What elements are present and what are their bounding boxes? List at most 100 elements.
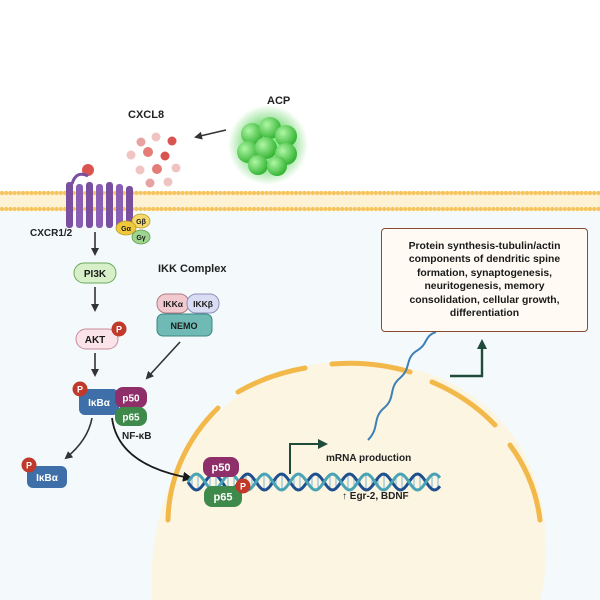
lipid-head-inner — [142, 206, 147, 212]
lipid-head-outer — [285, 190, 290, 196]
free-ikba-phospho-marker — [21, 457, 37, 473]
ikk-complex-label: IKK Complex — [158, 263, 227, 275]
lipid-head-outer — [306, 190, 311, 196]
ikk-alpha-label: IKKα — [163, 299, 184, 309]
free-ikba-label: IκBα — [36, 473, 59, 484]
nuclear-p65-node — [204, 486, 242, 507]
lipid-head-outer — [268, 190, 273, 196]
acp-particle — [228, 105, 308, 185]
g-protein — [115, 213, 151, 245]
lipid-head-inner — [285, 206, 290, 212]
lipid-head-outer — [407, 190, 412, 196]
lipid-head-inner — [428, 206, 433, 212]
lipid-head-outer — [327, 190, 332, 196]
lipid-head-outer — [453, 190, 458, 196]
target-genes-label: ↑ Egr-2, BDNF — [342, 491, 409, 502]
p50-node — [115, 387, 147, 408]
nuclear-p65-phospho-label: P — [240, 482, 246, 492]
nuclear-p50-node — [203, 457, 239, 477]
lipid-head-outer — [256, 190, 261, 196]
lipid-head-outer — [516, 190, 521, 196]
lipid-head-inner — [205, 206, 210, 212]
lipid-head-inner — [0, 206, 5, 212]
lipid-head-outer — [184, 190, 189, 196]
lipid-head-inner — [440, 206, 446, 212]
lipid-head-inner — [432, 206, 437, 212]
lipid-head-outer — [134, 190, 139, 196]
lipid-head-inner — [331, 206, 336, 212]
lipid-head-inner — [167, 206, 173, 212]
lipid-head-outer — [222, 190, 227, 196]
lipid-head-outer — [201, 190, 206, 196]
lipid-head-outer — [180, 190, 185, 196]
lipid-head-outer — [167, 190, 173, 196]
lipid-head-inner — [524, 206, 530, 212]
lipid-head-outer — [251, 190, 257, 196]
lipid-head-outer — [487, 190, 492, 196]
lipid-head-outer — [272, 190, 278, 196]
lipid-head-inner — [209, 206, 215, 212]
lipid-head-inner — [302, 206, 307, 212]
arrow-ikk-to-complex — [145, 341, 181, 380]
lipid-head-inner — [193, 206, 198, 212]
lipid-head-inner — [218, 206, 223, 212]
nuclear-p65-label: p65 — [214, 492, 233, 504]
lipid-head-outer — [4, 190, 9, 196]
nuclear-p65-phospho-marker — [235, 478, 251, 494]
lipid-head-outer — [331, 190, 336, 196]
nemo-label: NEMO — [171, 321, 198, 331]
lipid-head-outer — [398, 190, 404, 196]
lipid-head-outer — [159, 190, 164, 196]
lipid-head-outer — [394, 190, 399, 196]
lipid-head-outer — [289, 190, 294, 196]
lipid-head-outer — [457, 190, 462, 196]
lipid-head-inner — [37, 206, 42, 212]
lipid-head-inner — [159, 206, 164, 212]
pi3k-node — [73, 262, 117, 284]
ikba-label: IκBα — [88, 398, 111, 409]
lipid-head-outer — [550, 190, 555, 196]
lipid-head-inner — [272, 206, 278, 212]
lipid-head-inner — [16, 206, 21, 212]
lipid-head-outer — [592, 190, 597, 196]
lipid-head-inner — [235, 206, 240, 212]
lipid-head-outer — [382, 190, 387, 196]
p50-label: p50 — [122, 394, 140, 405]
lipid-head-outer — [499, 190, 504, 196]
lipid-head-outer — [491, 190, 496, 196]
lipid-head-inner — [25, 206, 30, 212]
lipid-head-outer — [390, 190, 395, 196]
lipid-head-inner — [445, 206, 450, 212]
lipid-head-outer — [361, 190, 366, 196]
lipid-head-inner — [365, 206, 370, 212]
lipid-head-outer — [193, 190, 198, 196]
ikk-beta-node — [186, 293, 220, 314]
lipid-head-inner — [12, 206, 17, 212]
outcome-line: consolidation, cellular growth, — [409, 294, 560, 306]
lipid-head-inner — [583, 206, 588, 212]
lipid-head-outer — [172, 190, 177, 196]
lipid-head-inner — [20, 206, 26, 212]
mrna-strand — [367, 331, 437, 441]
lipid-head-inner — [533, 206, 538, 212]
lipid-head-inner — [516, 206, 521, 212]
lipid-head-inner — [499, 206, 504, 212]
lipid-head-inner — [495, 206, 500, 212]
lipid-head-inner — [411, 206, 416, 212]
lipid-head-outer — [445, 190, 450, 196]
lipid-head-inner — [222, 206, 227, 212]
lipid-head-outer — [205, 190, 210, 196]
cxcl8-label: CXCL8 — [128, 109, 164, 121]
lipid-head-outer — [365, 190, 370, 196]
lipid-head-outer — [503, 190, 509, 196]
lipid-head-outer — [356, 190, 362, 196]
lipid-head-outer — [209, 190, 215, 196]
free-ikba-node — [27, 466, 67, 488]
lipid-head-inner — [289, 206, 294, 212]
outcome-line: Protein synthesis-tubulin/actin — [408, 241, 561, 252]
lipid-head-inner — [201, 206, 206, 212]
lipid-head-inner — [151, 206, 156, 212]
lipid-head-outer — [474, 190, 479, 196]
lipid-head-inner — [520, 206, 525, 212]
lipid-head-outer — [579, 190, 584, 196]
